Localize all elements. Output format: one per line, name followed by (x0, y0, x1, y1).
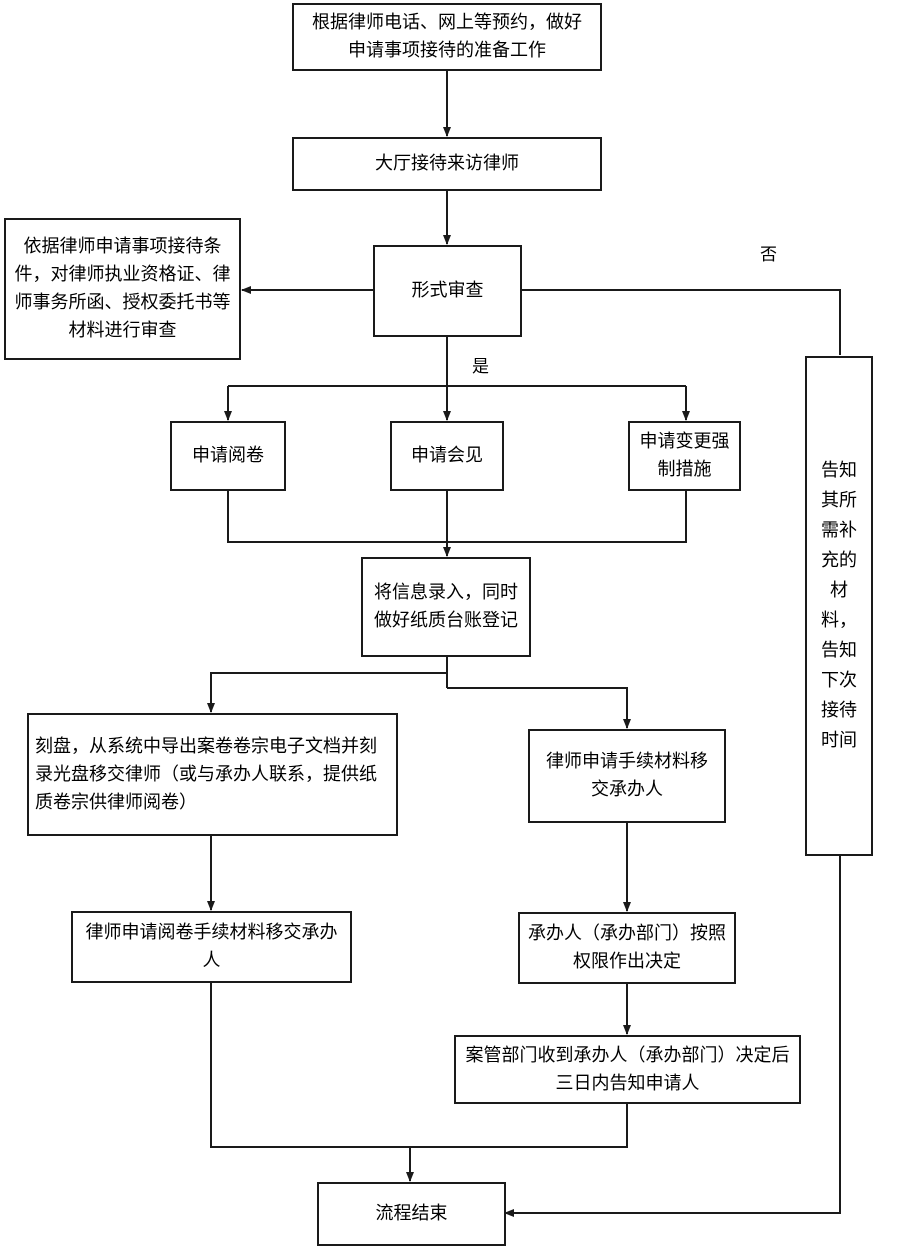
node-reception: 大厅接待来访律师 (292, 137, 602, 191)
node-record-info: 将信息录入，同时做好纸质台账登记 (361, 557, 531, 657)
node-transfer-read-materials: 律师申请阅卷手续材料移交承办人 (71, 911, 352, 983)
line-read-file-merge (227, 490, 687, 543)
node-handler-decision-text: 承办人（承办部门）按照权限作出决定 (528, 923, 726, 972)
node-review: 形式审查 (373, 245, 522, 337)
node-change-measures: 申请变更强制措施 (628, 421, 741, 491)
node-criteria-text: 依据律师申请事项接待条件，对律师执业资格证、律师事务所函、授权委托书等材料进行审… (14, 236, 231, 341)
node-burn-disc-text: 刻盘，从系统中导出案卷卷宗电子文档并刻录光盘移交律师（或与承办人联系，提供纸质卷… (35, 735, 377, 813)
node-reception-text: 大厅接待来访律师 (375, 153, 519, 174)
node-prepare: 根据律师电话、网上等预约，做好申请事项接待的准备工作 (292, 3, 602, 71)
node-transfer-materials-text: 律师申请手续材料移交承办人 (546, 751, 708, 800)
node-notify-supplement: 告知其所需补充的材料，告知下次接待时间 (805, 356, 873, 856)
node-read-file-text: 申请阅卷 (192, 445, 264, 466)
label-no: 否 (760, 245, 777, 265)
node-meeting: 申请会见 (390, 421, 504, 491)
node-prepare-text: 根据律师电话、网上等预约，做好申请事项接待的准备工作 (312, 12, 582, 61)
arrow-to-transfer-materials (447, 687, 631, 729)
node-end: 流程结束 (317, 1182, 506, 1246)
node-read-file: 申请阅卷 (170, 421, 286, 491)
node-burn-disc: 刻盘，从系统中导出案卷卷宗电子文档并刻录光盘移交律师（或与承办人联系，提供纸质卷… (27, 713, 398, 836)
node-record-info-text: 将信息录入，同时做好纸质台账登记 (374, 582, 518, 631)
node-notify-supplement-text: 告知其所需补充的材料，告知下次接待时间 (821, 460, 857, 751)
node-end-text: 流程结束 (375, 1203, 448, 1224)
node-notify-applicant-text: 案管部门收到承办人（承办部门）决定后三日内告知申请人 (465, 1044, 790, 1094)
label-yes: 是 (472, 357, 489, 377)
node-review-text: 形式审查 (411, 280, 484, 301)
line-transfer-read-to-end (210, 982, 628, 1148)
node-change-measures-text: 申请变更强制措施 (639, 431, 730, 480)
node-notify-applicant: 案管部门收到承办人（承办部门）决定后三日内告知申请人 (454, 1035, 801, 1104)
node-criteria: 依据律师申请事项接待条件，对律师执业资格证、律师事务所函、授权委托书等材料进行审… (4, 218, 241, 360)
arrow-supplement-to-end (504, 855, 841, 1217)
arrow-to-burn-disc (207, 672, 447, 713)
node-transfer-read-materials-text: 律师申请阅卷手续材料移交承办人 (85, 922, 338, 971)
node-transfer-materials: 律师申请手续材料移交承办人 (528, 729, 726, 823)
node-handler-decision: 承办人（承办部门）按照权限作出决定 (518, 912, 736, 984)
node-meeting-text: 申请会见 (411, 445, 483, 466)
line-review-no-branch (522, 289, 841, 355)
